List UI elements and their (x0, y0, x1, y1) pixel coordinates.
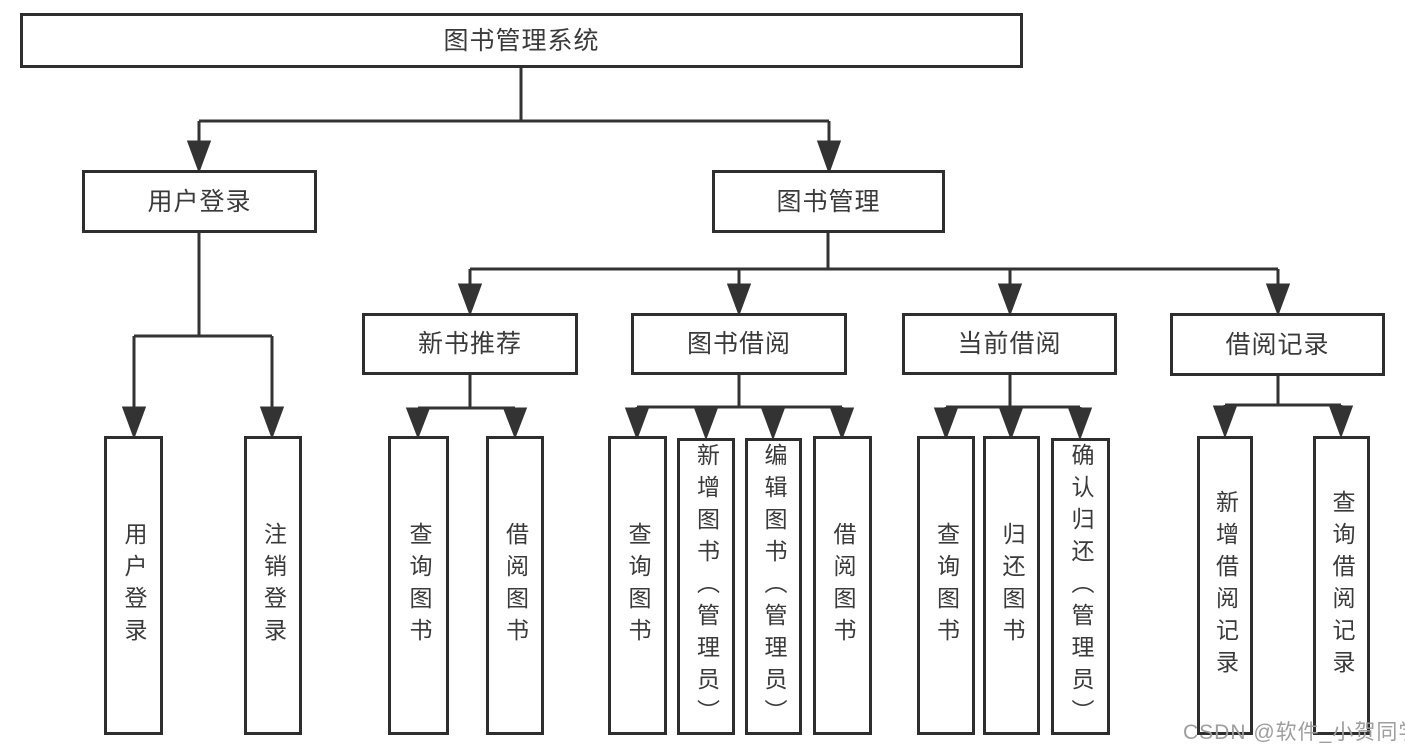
arrowhead (186, 140, 212, 174)
arrowhead (405, 407, 431, 440)
node-book-management-label: 图书管理 (776, 187, 881, 216)
leaf-record-add-borrow-record: 新增借阅记录 (1197, 436, 1253, 735)
connector-userlogin-to-leaves (121, 233, 285, 440)
leaf-borrow-edit-books-admin-label: 编辑图书（管理员） (761, 442, 787, 731)
arrowhead (816, 140, 842, 175)
leaf-recommend-query-books: 查询图书 (388, 436, 449, 735)
connector-borrow-to-leaves (624, 375, 855, 441)
arrowhead (624, 407, 650, 441)
leaf-logout: 注销登录 (244, 436, 302, 735)
leaf-borrow-query-books-label: 查询图书 (625, 521, 651, 650)
connector-current-to-leaves (933, 375, 1093, 441)
csdn-watermark: CSDN @软件_小贺同学 (1183, 721, 1405, 744)
leaf-logout-label: 注销登录 (260, 521, 287, 650)
leaf-record-add-borrow-record-label: 新增借阅记录 (1212, 489, 1239, 682)
arrowhead (997, 283, 1023, 317)
node-book-borrow-label: 图书借阅 (686, 330, 791, 358)
leaf-record-query-borrow-record: 查询借阅记录 (1313, 436, 1370, 735)
leaf-current-confirm-return-admin: 确认归还（管理员） (1051, 438, 1110, 735)
leaf-recommend-borrow-books: 借阅图书 (486, 436, 544, 735)
node-user-login: 用户登录 (82, 170, 317, 233)
leaf-recommend-borrow-books-label: 借阅图书 (502, 521, 529, 650)
arrowhead (726, 283, 752, 317)
arrowhead (1212, 405, 1238, 439)
arrowhead (933, 407, 959, 441)
node-book-borrow: 图书借阅 (631, 313, 847, 375)
leaf-borrow-borrow-books: 借阅图书 (813, 436, 872, 735)
node-borrow-record: 借阅记录 (1170, 313, 1385, 376)
leaf-borrow-borrow-books-label: 借阅图书 (830, 521, 856, 650)
leaf-current-return-books: 归还图书 (983, 436, 1040, 735)
leaf-user-login: 用户登录 (104, 436, 163, 735)
node-current-borrow-label: 当前借阅 (957, 330, 1062, 358)
node-user-login-label: 用户登录 (147, 187, 252, 216)
arrowhead (760, 407, 786, 441)
arrowhead (693, 407, 719, 441)
leaf-user-login-label: 用户登录 (121, 521, 147, 650)
arrowhead (829, 407, 855, 441)
leaf-current-query-books: 查询图书 (917, 436, 975, 735)
connector-record-to-leaves (1212, 376, 1354, 439)
node-new-book-recommend: 新书推荐 (362, 313, 578, 375)
node-book-management: 图书管理 (712, 170, 945, 233)
arrowhead (121, 406, 147, 440)
leaf-borrow-add-books-admin-label: 新增图书（管理员） (693, 442, 720, 731)
leaf-borrow-edit-books-admin: 编辑图书（管理员） (745, 438, 802, 735)
leaf-record-query-borrow-record-label: 查询借阅记录 (1329, 489, 1355, 682)
node-current-borrow: 当前借阅 (902, 313, 1117, 375)
connector-recommend-to-leaves (405, 375, 528, 440)
node-borrow-record-label: 借阅记录 (1225, 330, 1330, 359)
leaf-current-return-books-label: 归还图书 (999, 521, 1025, 650)
arrowhead (1265, 283, 1291, 317)
leaf-borrow-query-books: 查询图书 (608, 436, 667, 735)
arrowhead (259, 406, 285, 440)
leaf-current-query-books-label: 查询图书 (933, 521, 960, 650)
arrowhead (502, 407, 528, 440)
leaf-recommend-query-books-label: 查询图书 (406, 521, 432, 650)
arrowhead (457, 283, 483, 317)
leaf-borrow-add-books-admin: 新增图书（管理员） (677, 438, 735, 735)
arrowhead (1067, 407, 1093, 441)
node-root: 图书管理系统 (20, 13, 1023, 68)
connector-bookmgmt-to-level3 (457, 233, 1291, 317)
leaf-current-confirm-return-admin-label: 确认归还（管理员） (1068, 442, 1094, 731)
arrowhead (998, 407, 1024, 441)
node-new-book-recommend-label: 新书推荐 (417, 330, 522, 358)
connector-root-to-level2 (186, 68, 842, 175)
arrowhead (1328, 405, 1354, 439)
node-root-label: 图书管理系统 (443, 26, 600, 55)
